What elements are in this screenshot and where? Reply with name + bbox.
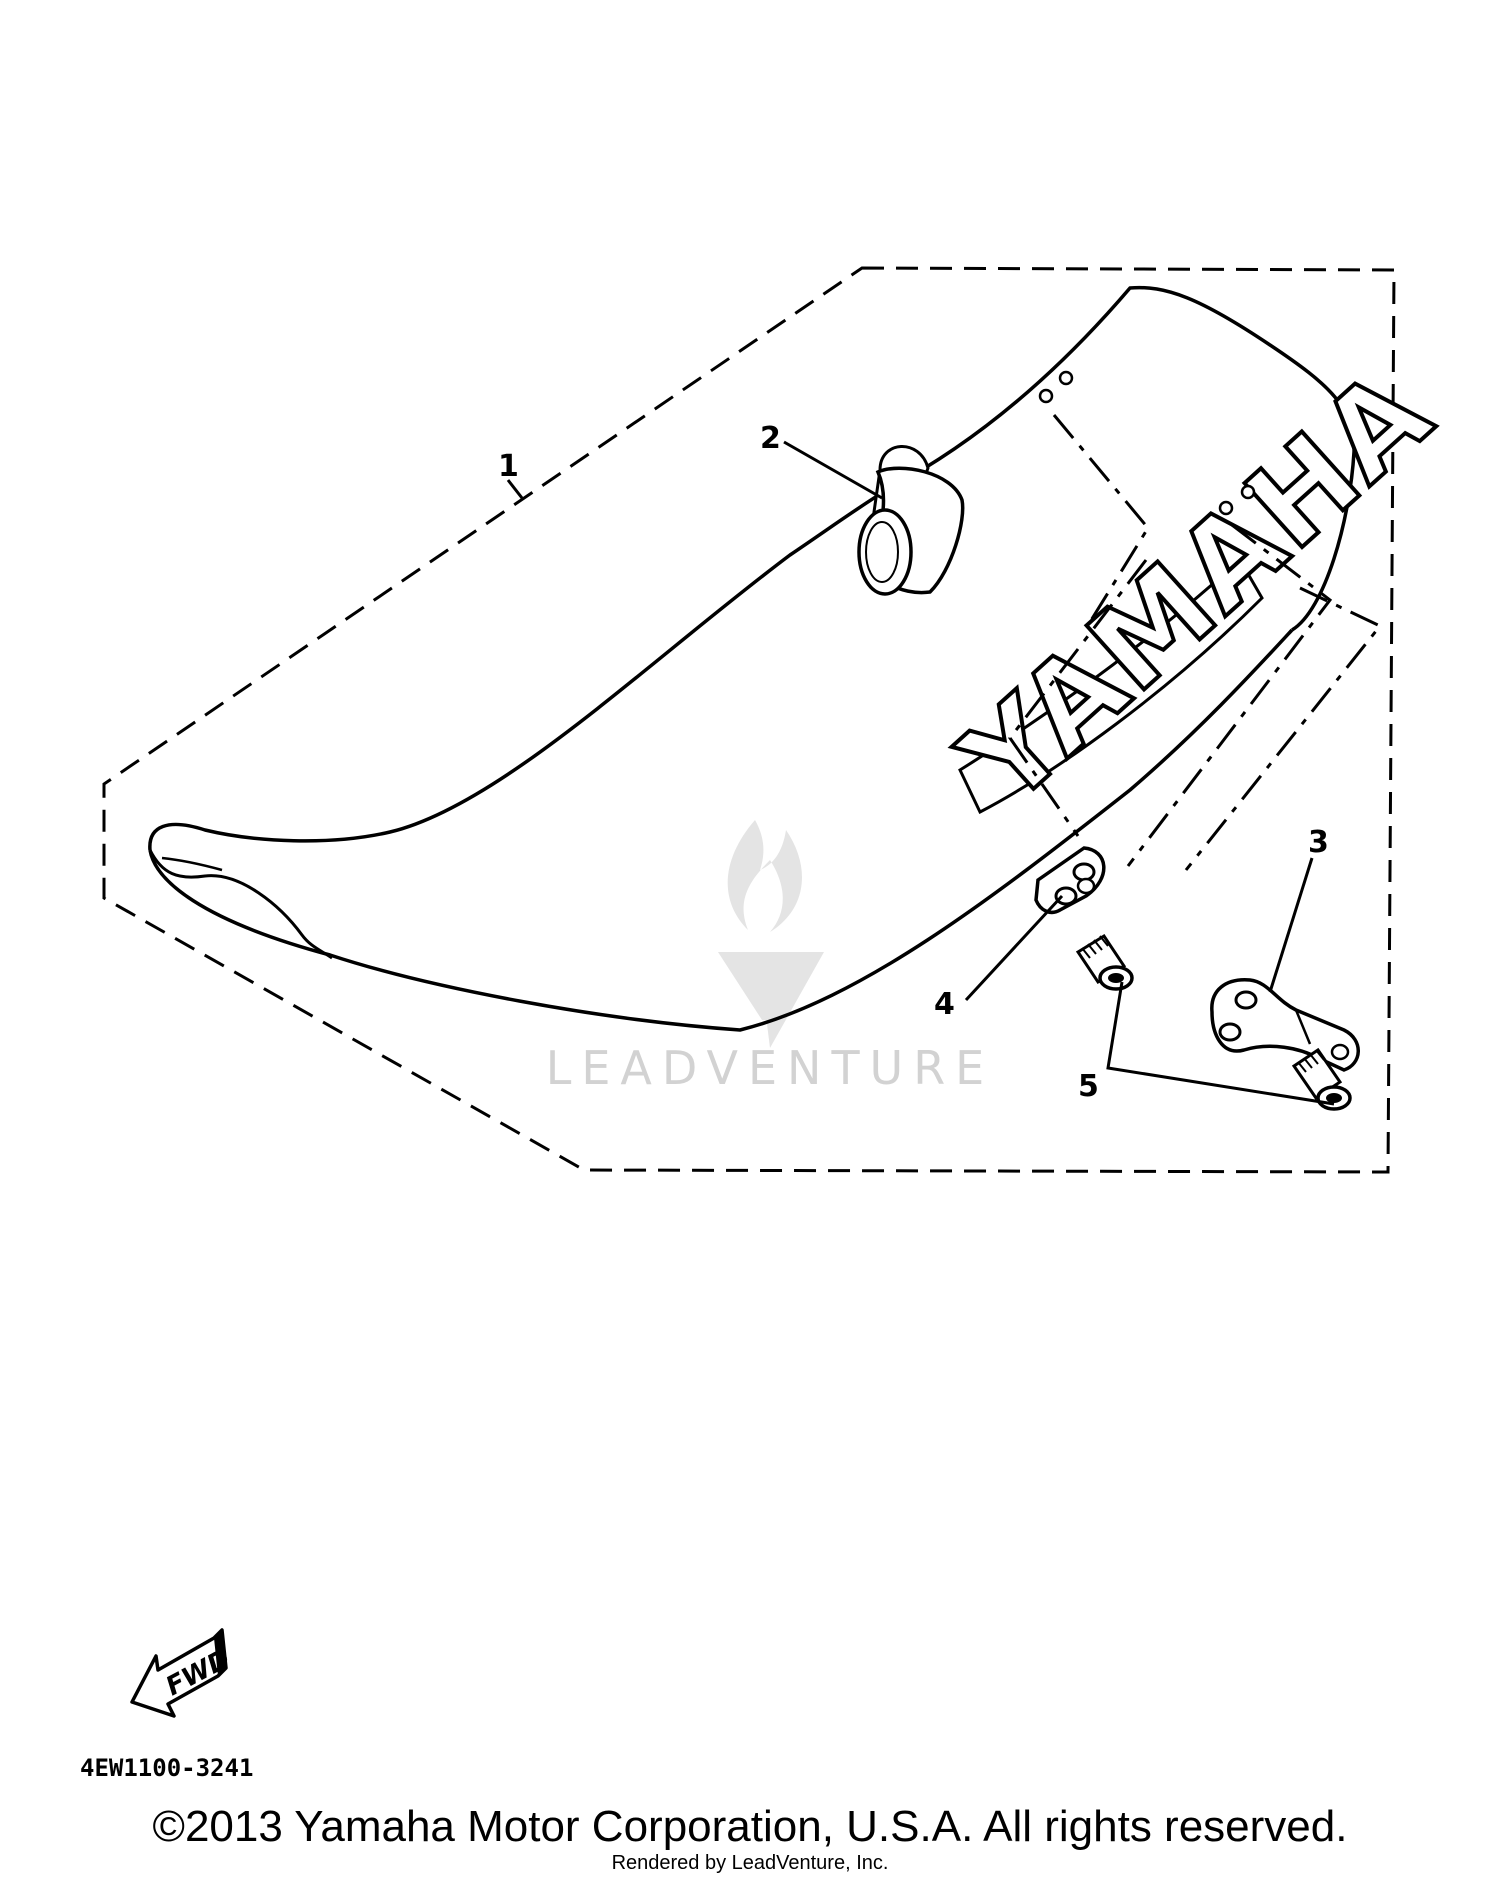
fwd-arrow: FWD <box>130 1628 235 1718</box>
seat: YAMAHA <box>148 285 1459 1032</box>
callout-1: 1 <box>498 449 519 484</box>
diagram-code: 4EW1100-3241 <box>80 1754 253 1782</box>
leader-2 <box>783 440 883 500</box>
seat-logo-text: YAMAHA <box>935 343 1457 833</box>
bolt-lower <box>1291 1047 1352 1111</box>
copyright-notice: ©2013 Yamaha Motor Corporation, U.S.A. A… <box>152 1802 1348 1851</box>
rendered-by-notice: Rendered by LeadVenture, Inc. <box>611 1852 889 1874</box>
watermark-v-icon <box>718 952 824 1048</box>
seat-front-edge <box>148 849 333 960</box>
assembly-leaders <box>1008 414 1383 871</box>
callout-2: 2 <box>760 421 781 456</box>
bracket-3 <box>1210 978 1360 1072</box>
watermark-text: LEADVENTURE <box>546 1041 995 1095</box>
assembly-outline <box>102 266 1396 1174</box>
leader-3 <box>1268 857 1314 993</box>
watermark-flame-icon <box>727 820 802 932</box>
leader-4 <box>964 894 1064 1002</box>
seat-strap <box>857 445 965 596</box>
bolt-upper <box>1075 933 1134 991</box>
seat-mount-holes <box>1038 370 1256 516</box>
leader-5 <box>1106 981 1335 1106</box>
bracket-4 <box>1034 846 1106 915</box>
callout-leaders <box>506 440 1335 1106</box>
seat-bottom-outline <box>148 628 1294 1032</box>
callout-5: 5 <box>1078 1069 1099 1104</box>
callout-3: 3 <box>1308 825 1329 860</box>
seat-logo-band <box>958 557 1264 815</box>
leader-1 <box>506 479 524 499</box>
seat-front-lip <box>161 856 223 872</box>
watermark: LEADVENTURE <box>546 820 995 1095</box>
callout-4: 4 <box>934 987 955 1022</box>
